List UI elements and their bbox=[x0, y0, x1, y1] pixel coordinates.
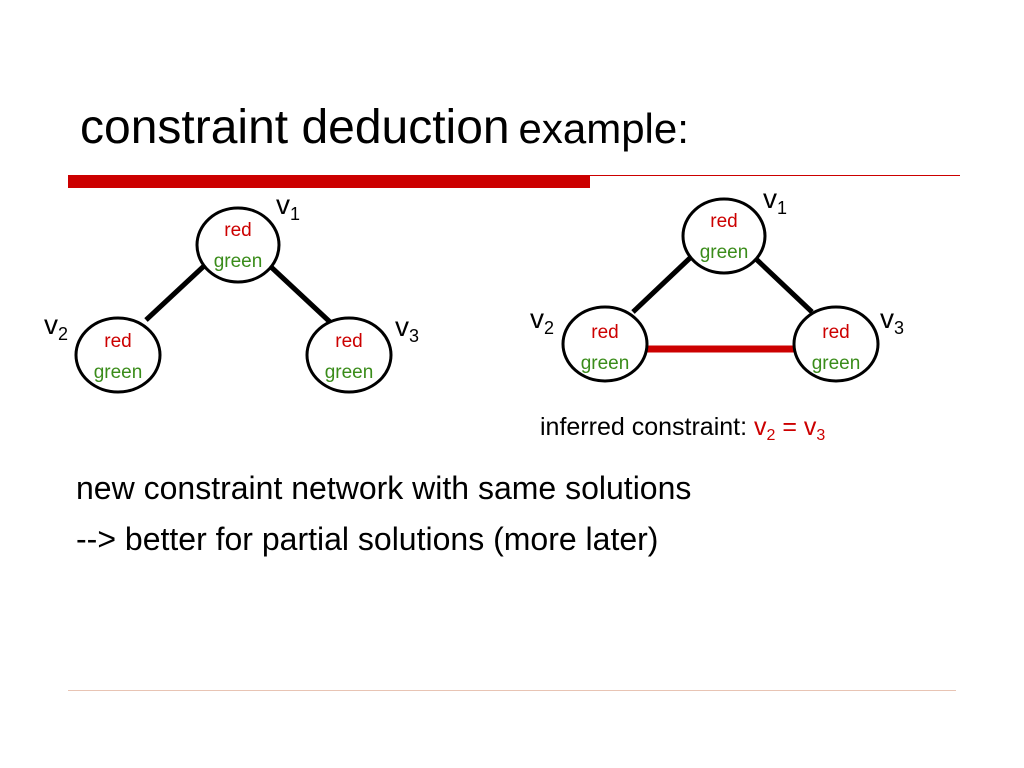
left-edge-v1-v2 bbox=[144, 264, 206, 322]
title-underline-thin bbox=[590, 175, 960, 176]
right-edge-v1-v3 bbox=[753, 256, 814, 314]
left-v1-label: v1 bbox=[276, 189, 300, 224]
left-node-v3: red green bbox=[305, 316, 393, 394]
right-node-v2: red green bbox=[561, 305, 649, 383]
left-graph: red green v1 red green v2 red green v3 bbox=[44, 189, 419, 394]
title-underline-bar bbox=[68, 175, 590, 188]
inferred-label: inferred constraint: bbox=[540, 413, 748, 441]
right-edge-v1-v2 bbox=[631, 256, 692, 314]
right-v1-value-green: green bbox=[700, 242, 749, 263]
left-v1-value-green: green bbox=[214, 251, 263, 272]
left-edge-v1-v3 bbox=[268, 264, 332, 324]
body-line-2: --> better for partial solutions (more l… bbox=[76, 521, 659, 557]
right-v2-value-red: red bbox=[591, 322, 618, 343]
right-v1-label: v1 bbox=[763, 183, 787, 218]
left-v3-label: v3 bbox=[395, 311, 419, 346]
left-v1-value-red: red bbox=[224, 220, 251, 241]
left-v2-value-green: green bbox=[94, 362, 143, 383]
right-v3-value-red: red bbox=[822, 322, 849, 343]
inferred-constraint: inferred constraint: v2 = v3 bbox=[540, 413, 826, 444]
left-node-v1: red green bbox=[195, 206, 281, 284]
left-v3-value-red: red bbox=[335, 331, 362, 352]
right-node-v1: red green bbox=[681, 197, 767, 275]
left-node-v2: red green bbox=[74, 316, 162, 394]
left-v2-label: v2 bbox=[44, 309, 68, 344]
right-v3-label: v3 bbox=[880, 303, 904, 338]
right-v2-label: v2 bbox=[530, 303, 554, 338]
left-v2-value-red: red bbox=[104, 331, 131, 352]
left-v3-value-green: green bbox=[325, 362, 374, 383]
right-v3-value-green: green bbox=[812, 353, 861, 374]
right-v1-value-red: red bbox=[710, 211, 737, 232]
title-suffix: example: bbox=[518, 105, 689, 152]
right-v2-value-green: green bbox=[581, 353, 630, 374]
right-graph: red green v1 red green v2 red green v3 bbox=[530, 183, 904, 383]
inferred-equation: v2 = v3 bbox=[754, 413, 826, 444]
page-title: constraint deduction example: bbox=[80, 104, 689, 152]
title-main: constraint deduction bbox=[80, 101, 510, 154]
footer-divider bbox=[68, 690, 956, 691]
body-line-1: new constraint network with same solutio… bbox=[76, 470, 692, 506]
right-node-v3: red green bbox=[792, 305, 880, 383]
